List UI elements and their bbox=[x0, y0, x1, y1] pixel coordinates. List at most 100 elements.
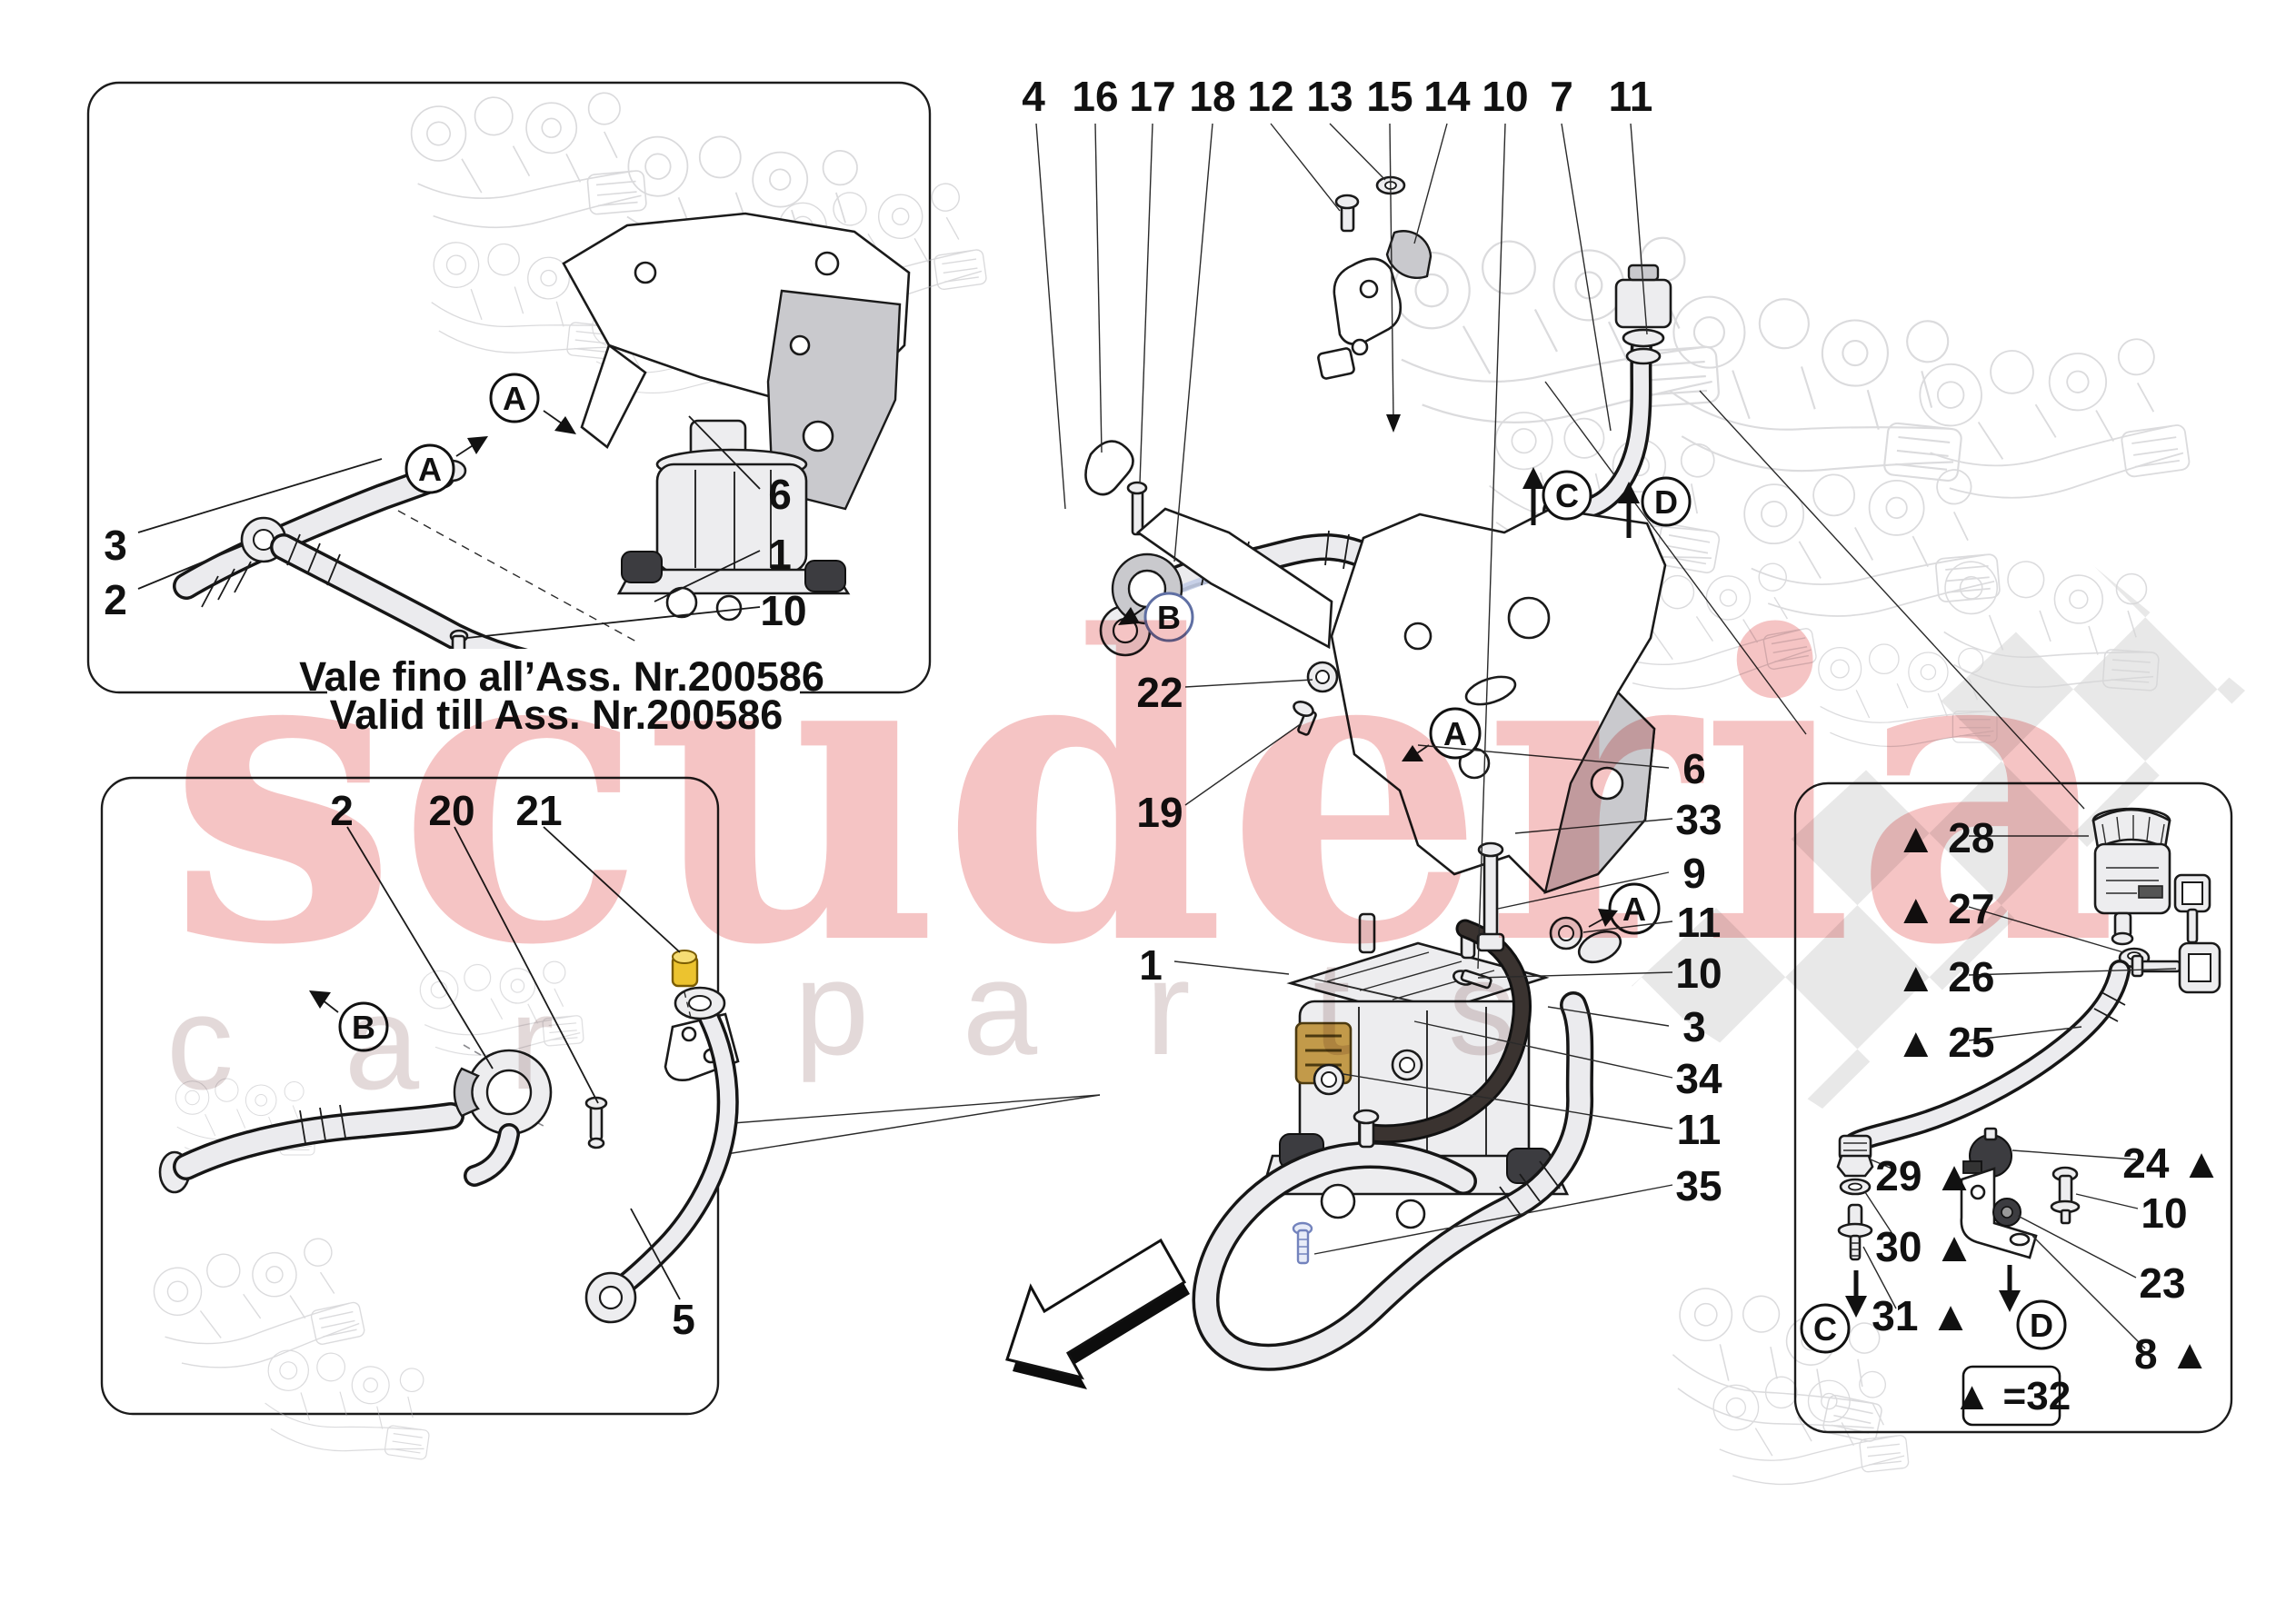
view-b-marker-main: B bbox=[1118, 592, 1194, 642]
callout-30: 30 ▲ bbox=[1875, 1223, 1974, 1270]
hardware-cluster-top bbox=[1317, 175, 1433, 380]
detail-b-inset: B 2 20 21 5 bbox=[100, 776, 740, 1465]
view-d-marker-main: D bbox=[1618, 476, 1692, 538]
watermark: scuderia c a r p a r t s bbox=[166, 546, 2118, 1118]
reservoir-inset-border bbox=[1793, 781, 2233, 1434]
view-b-arrow-icon bbox=[309, 990, 331, 1009]
caption-knockout bbox=[327, 649, 800, 740]
legend-label: ▲ =32 bbox=[1952, 1374, 2071, 1418]
callout-5: 5 bbox=[672, 1296, 695, 1343]
callout-34: 34 bbox=[1675, 1055, 1722, 1102]
callout-8: 8 ▲ bbox=[2134, 1330, 2211, 1378]
callout-2: 2 bbox=[330, 787, 354, 834]
callout-29: 29 ▲ bbox=[1875, 1152, 1974, 1199]
callout-6: 6 bbox=[1682, 745, 1706, 792]
direction-arrow-icon bbox=[1005, 1238, 1190, 1389]
checkered-flag-graphic bbox=[1632, 563, 2245, 1109]
assembly-axis bbox=[684, 991, 692, 1019]
watermark-letter: r bbox=[1145, 933, 1190, 1083]
view-a-arrow-icon bbox=[467, 436, 488, 454]
dark-hose-33-part bbox=[1361, 921, 1529, 1141]
lower-hose-loop-part bbox=[1192, 991, 1594, 1371]
bolt-10-part bbox=[449, 629, 469, 654]
callout-1: 1 bbox=[768, 531, 792, 578]
watermark-letter: a bbox=[344, 968, 420, 1118]
callout-18: 18 bbox=[1189, 73, 1235, 120]
washer-bolt-22-19 bbox=[1293, 661, 1339, 736]
callout-33: 33 bbox=[1675, 796, 1722, 843]
callout-14: 14 bbox=[1423, 73, 1471, 120]
down-arrow-icon bbox=[1845, 1296, 1867, 1318]
right-callout-leaders bbox=[1313, 744, 1673, 1255]
pipe-assembly-part bbox=[584, 986, 740, 1324]
validity-inset: A A 3 2 6 1 10 Vale fino all’Ass. Nr.200… bbox=[86, 81, 989, 740]
view-a-arrow-icon bbox=[1402, 745, 1423, 761]
watermark-letter: a bbox=[963, 933, 1038, 1083]
reservoir-hose-part bbox=[1843, 960, 2131, 1154]
view-a-arrow-icon bbox=[1598, 909, 1618, 927]
view-c-label: C bbox=[1813, 1310, 1837, 1348]
view-a-label: A bbox=[418, 451, 442, 488]
callout-10: 10 bbox=[760, 587, 806, 634]
callout-28: ▲ 28 bbox=[1895, 814, 1994, 861]
fitting-stack-parts bbox=[1836, 1134, 1874, 1261]
left-callout-leaders bbox=[1173, 679, 1313, 975]
callout-35: 35 bbox=[1675, 1162, 1722, 1209]
reservoir-part bbox=[2091, 807, 2211, 946]
main-diagram: B A A C D bbox=[1005, 73, 1722, 1389]
view-a-marker-main-1: A bbox=[1402, 707, 1482, 761]
inset-b-leaders bbox=[346, 826, 681, 1300]
view-b-arrow-icon bbox=[1118, 607, 1140, 625]
callout-10: 10 bbox=[1675, 950, 1722, 997]
main-bracket-part bbox=[1135, 507, 1667, 894]
watermark-letter: s bbox=[1448, 933, 1515, 1083]
caption-english: Valid till Ass. Nr.200586 bbox=[330, 692, 784, 738]
pressure-pipe-part bbox=[1558, 264, 1672, 521]
reservoir-inset: C D ▲ 28 ▲ 27 ▲ 26 ▲ 25 24 ▲ 29 ▲ bbox=[1793, 781, 2233, 1434]
watermark-letter: r bbox=[509, 968, 554, 1118]
callout-10: 10 bbox=[1482, 73, 1528, 120]
callout-21: 21 bbox=[515, 787, 562, 834]
hardware-mid bbox=[1452, 841, 1622, 990]
callout-22: 22 bbox=[1136, 669, 1183, 716]
callout-11: 11 bbox=[1677, 899, 1722, 946]
callout-12: 12 bbox=[1247, 73, 1293, 120]
watermark-letter: p bbox=[794, 933, 869, 1083]
watermark-letter: c bbox=[166, 968, 234, 1118]
up-arrow-icon bbox=[1618, 482, 1640, 503]
leader-arrow-icon bbox=[1386, 414, 1401, 433]
callout-23: 23 bbox=[2139, 1259, 2185, 1307]
view-b-label: B bbox=[352, 1009, 375, 1046]
detail-callout-lines bbox=[720, 381, 2085, 1156]
view-d-label: D bbox=[1654, 483, 1678, 521]
callout-11b: 11 bbox=[1677, 1106, 1722, 1153]
callout-13: 13 bbox=[1306, 73, 1353, 120]
construction-line bbox=[397, 510, 637, 642]
inset-till-leaders bbox=[137, 415, 761, 639]
callout-24: 24 ▲ bbox=[2122, 1139, 2221, 1187]
caption-italian: Vale fino all’Ass. Nr.200586 bbox=[299, 653, 824, 700]
yellow-cap-part bbox=[671, 950, 699, 988]
view-c-label: C bbox=[1555, 477, 1579, 514]
hose-coupling-part bbox=[158, 1049, 553, 1194]
bolt-35-part bbox=[1292, 1221, 1313, 1265]
callout-16: 16 bbox=[1072, 73, 1118, 120]
callout-27: ▲ 27 bbox=[1895, 885, 1994, 932]
callout-17: 17 bbox=[1129, 73, 1175, 120]
fitting-parts bbox=[2118, 941, 2221, 994]
view-a-label: A bbox=[503, 380, 526, 417]
callout-10r: 10 bbox=[2141, 1189, 2187, 1237]
callout-31: 31 ▲ bbox=[1872, 1292, 1971, 1339]
watermark-subtitle: c a r p a r t s bbox=[166, 933, 1515, 1118]
view-a-label: A bbox=[1443, 715, 1467, 752]
callout-6: 6 bbox=[768, 471, 792, 518]
bolt-20-part bbox=[584, 1096, 608, 1149]
legend-box: ▲ =32 bbox=[1952, 1365, 2071, 1427]
view-b-marker: B bbox=[309, 990, 389, 1052]
pump-assembly-main bbox=[1260, 912, 1570, 1229]
view-a-marker-2: A bbox=[404, 436, 488, 494]
callout-4: 4 bbox=[1022, 73, 1045, 120]
view-a-marker-1: A bbox=[489, 373, 576, 434]
